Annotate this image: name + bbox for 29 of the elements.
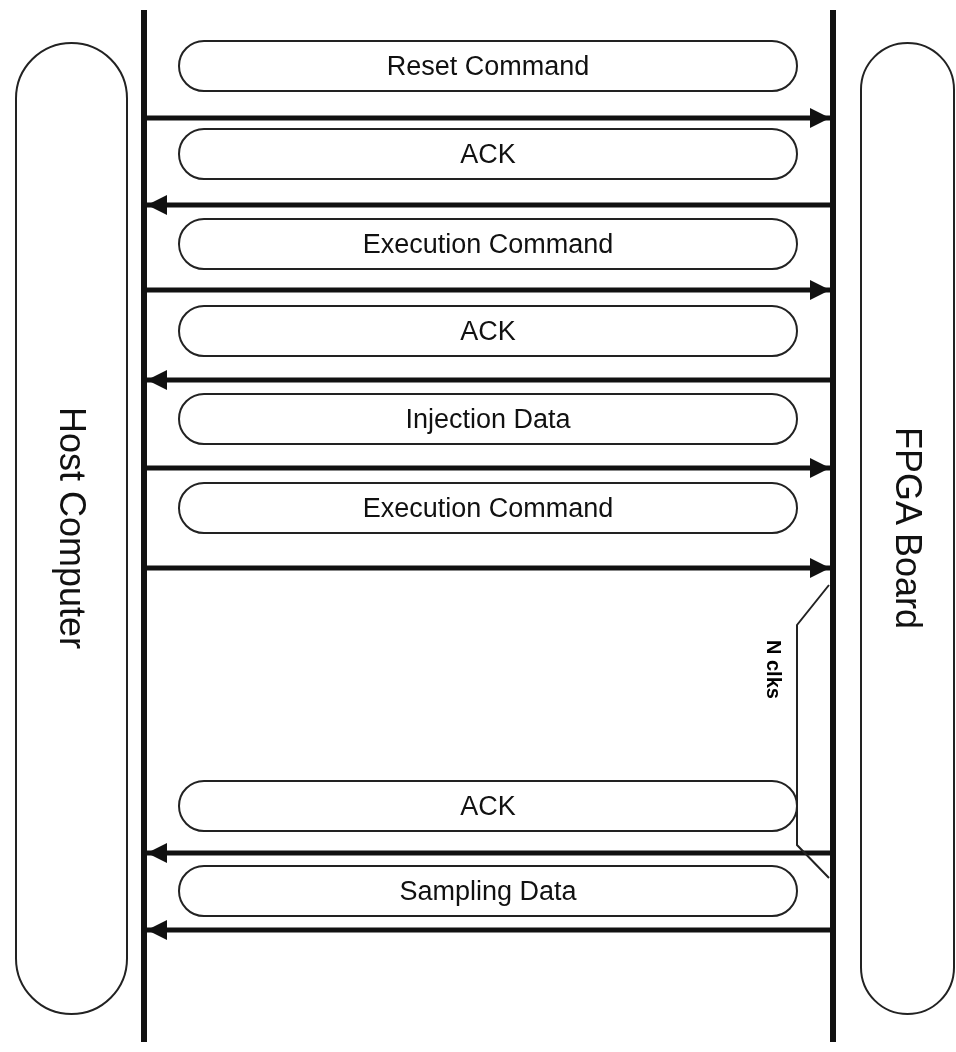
message-box	[178, 40, 798, 92]
message-arrow	[147, 458, 830, 478]
message-label: Execution Command	[362, 492, 614, 524]
participant-label: Host Computer	[50, 407, 93, 650]
lifeline	[141, 10, 147, 1042]
lifeline	[830, 10, 836, 1042]
message-arrow	[147, 843, 830, 863]
message-label: ACK	[460, 138, 516, 170]
message-box	[178, 482, 798, 534]
message-box	[178, 218, 798, 270]
message-box	[178, 128, 798, 180]
message-arrow	[147, 195, 830, 215]
message-arrow	[147, 280, 830, 300]
message-label: Reset Command	[386, 50, 590, 82]
duration-label: N clks	[762, 640, 785, 699]
message-box	[178, 865, 798, 917]
message-arrow	[147, 558, 830, 578]
message-label: Execution Command	[362, 228, 614, 260]
message-box	[178, 393, 798, 445]
participant-label: FPGA Board	[886, 427, 929, 630]
message-box	[178, 780, 798, 832]
message-label: Injection Data	[405, 403, 571, 435]
message-arrow	[147, 920, 830, 940]
message-label: Sampling Data	[399, 875, 577, 907]
message-box	[178, 305, 798, 357]
message-label: ACK	[460, 315, 516, 347]
message-arrow	[147, 370, 830, 390]
message-arrow	[147, 108, 830, 128]
message-label: ACK	[460, 790, 516, 822]
